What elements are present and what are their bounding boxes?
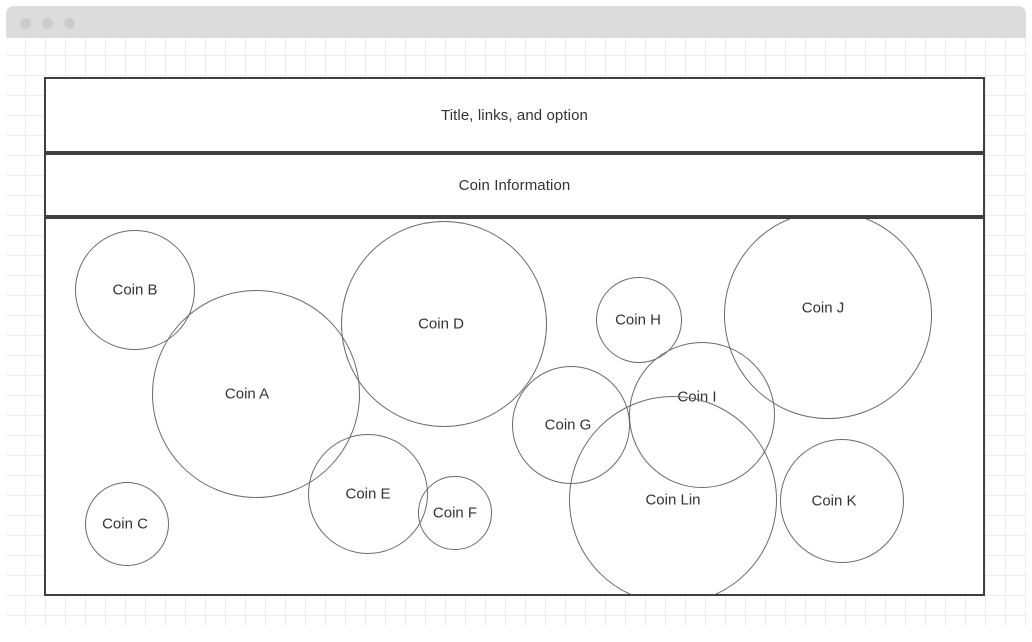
coin-bubble-label: Coin H	[615, 311, 661, 329]
title-links-option-label: Title, links, and option	[441, 106, 588, 124]
window-titlebar	[6, 6, 1026, 38]
coin-bubble-label: Coin F	[432, 504, 478, 522]
close-dot-icon[interactable]	[20, 18, 31, 29]
coin-bubble-label: Coin A	[224, 385, 270, 403]
minimize-dot-icon[interactable]	[42, 18, 53, 29]
coin-bubble[interactable]	[596, 277, 682, 363]
coin-bubble[interactable]	[75, 230, 195, 350]
title-links-option-box[interactable]: Title, links, and option	[44, 77, 985, 153]
coin-bubble-label: Coin C	[102, 515, 148, 533]
coin-information-label: Coin Information	[458, 176, 571, 194]
coin-bubble-label: Coin D	[418, 315, 464, 333]
coin-bubble-label: Coin B	[112, 281, 158, 299]
maximize-dot-icon[interactable]	[64, 18, 75, 29]
coin-bubble-label: Coin J	[801, 299, 845, 317]
coin-bubble[interactable]	[152, 290, 360, 498]
coin-bubble[interactable]	[85, 482, 169, 566]
coin-information-box[interactable]: Coin Information	[44, 153, 985, 217]
coin-bubble-label: Coin E	[345, 485, 391, 503]
coin-bubble-label: Coin K	[811, 492, 857, 510]
coin-bubble-label: Coin Lin	[645, 491, 701, 509]
coin-bubble[interactable]	[780, 439, 904, 563]
coin-bubble-label: Coin G	[544, 416, 592, 434]
coin-bubble[interactable]	[724, 219, 932, 419]
coin-bubble[interactable]	[341, 221, 547, 427]
coin-bubble[interactable]	[418, 476, 492, 550]
coin-bubble[interactable]	[569, 396, 777, 594]
coin-bubble-chart-box: Coin B Coin A Coin C Coin D Coin E Coin F Coin…	[44, 217, 985, 596]
